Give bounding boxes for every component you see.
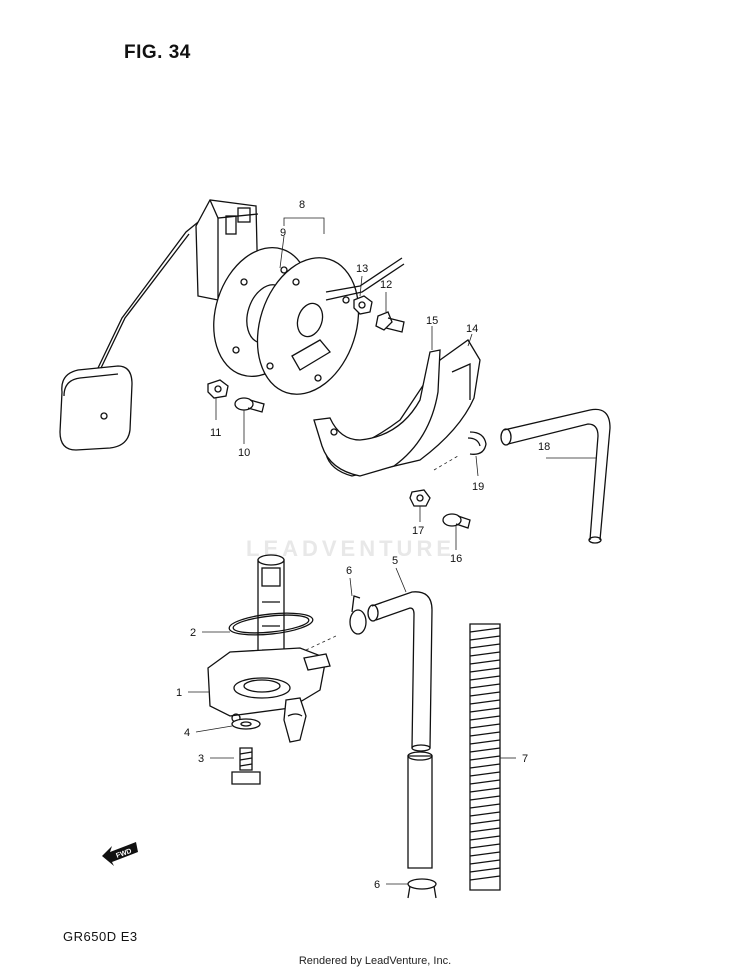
model-code: GR650D E3 <box>63 929 138 944</box>
callout-14: 14 <box>466 323 478 335</box>
o-ring-2 <box>228 612 314 636</box>
callout-6-upper: 6 <box>346 565 352 577</box>
hose-18 <box>500 408 611 544</box>
fuel-cock <box>207 554 331 743</box>
callout-2: 2 <box>190 627 196 639</box>
hose-5 <box>367 591 433 869</box>
callout-17: 17 <box>412 525 424 537</box>
bolt-12 <box>375 311 405 333</box>
callout-5: 5 <box>392 555 398 567</box>
figure-title: FIG. 34 <box>124 42 191 63</box>
screw-16 <box>442 513 471 529</box>
callout-12: 12 <box>380 279 392 291</box>
callout-8: 8 <box>299 199 305 211</box>
callout-15: 15 <box>426 315 438 327</box>
callout-13: 13 <box>356 263 368 275</box>
washer-4 <box>231 718 261 730</box>
cover-15 <box>313 349 441 477</box>
callout-6-lower: 6 <box>374 879 380 891</box>
footer-credit: Rendered by LeadVenture, Inc. <box>298 955 452 967</box>
washer-13 <box>353 295 373 315</box>
callout-4: 4 <box>184 727 190 739</box>
sender-plate <box>256 257 405 395</box>
callout-7: 7 <box>522 753 528 765</box>
clip-6-upper <box>349 595 367 635</box>
callout-19: 19 <box>472 481 484 493</box>
callout-9: 9 <box>280 227 286 239</box>
callouts: 8 9 13 12 15 14 11 10 18 19 17 16 6 5 2 … <box>176 199 550 891</box>
callout-10: 10 <box>238 447 250 459</box>
callout-11: 11 <box>210 427 221 439</box>
callout-16: 16 <box>450 553 462 565</box>
callout-3: 3 <box>198 753 204 765</box>
washer-17 <box>409 489 431 507</box>
spring-7 <box>469 623 501 891</box>
forward-arrow-icon: FWD <box>102 842 138 866</box>
washer-11 <box>207 379 229 399</box>
clip-19 <box>467 431 487 455</box>
screw-10 <box>234 397 265 413</box>
clip-6-lower <box>407 878 437 899</box>
bolt-3 <box>231 747 261 785</box>
callout-18: 18 <box>538 441 550 453</box>
callout-1: 1 <box>176 687 182 699</box>
leader-lines <box>188 217 596 885</box>
